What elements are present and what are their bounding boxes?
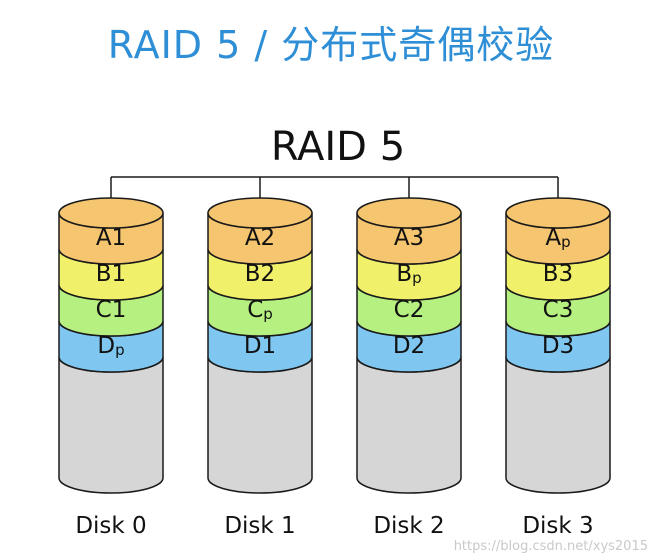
connector-lines bbox=[110, 176, 559, 213]
disk-label: Disk 2 bbox=[373, 513, 444, 539]
block-label: A1 bbox=[96, 225, 126, 251]
block-label: A3 bbox=[394, 225, 424, 251]
block-label: D3 bbox=[542, 333, 574, 359]
block-label: Dp bbox=[97, 333, 124, 359]
block-label: Cp bbox=[247, 297, 273, 323]
disk-top-cap bbox=[356, 197, 462, 229]
disk-top-cap bbox=[58, 197, 164, 229]
block-label: B3 bbox=[543, 261, 573, 287]
disk-empty-body bbox=[58, 356, 164, 494]
disk-top-cap bbox=[505, 197, 611, 229]
disk-label: Disk 0 bbox=[75, 513, 146, 539]
block-label: C2 bbox=[394, 297, 425, 323]
block-label: C3 bbox=[543, 297, 574, 323]
block-label: D2 bbox=[393, 333, 425, 359]
watermark: https://blog.csdn.net/xys2015 bbox=[453, 539, 648, 554]
block-label: Ap bbox=[545, 225, 570, 251]
disk-top-cap bbox=[207, 197, 313, 229]
block-label: C1 bbox=[96, 297, 127, 323]
block-label: D1 bbox=[244, 333, 276, 359]
block-label: A2 bbox=[245, 225, 275, 251]
block-label: Bp bbox=[396, 261, 421, 287]
disk-label: Disk 3 bbox=[522, 513, 593, 539]
disk-empty-body bbox=[505, 356, 611, 494]
block-label: B1 bbox=[96, 261, 126, 287]
diagram-title: RAID 5 bbox=[271, 124, 405, 170]
disk-empty-body bbox=[356, 356, 462, 494]
disk-label: Disk 1 bbox=[224, 513, 295, 539]
page-title: RAID 5 / 分布式奇偶校验 bbox=[107, 23, 555, 67]
disk-empty-body bbox=[207, 356, 313, 494]
block-label: B2 bbox=[245, 261, 275, 287]
